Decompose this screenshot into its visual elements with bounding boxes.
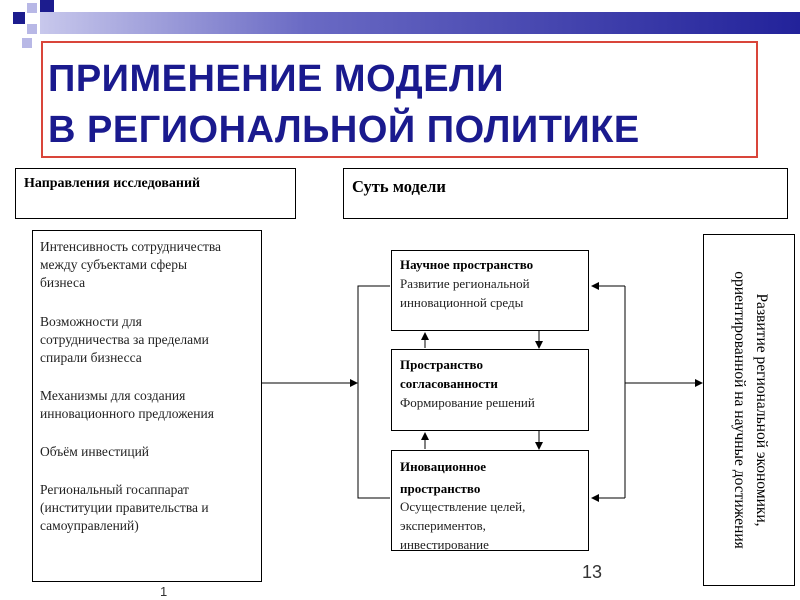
innovation-space-title: пространство (400, 481, 481, 496)
agreement-space-text: Формирование решений (400, 395, 535, 410)
science-space-title: Научное пространство (400, 257, 534, 272)
decor-square (13, 12, 25, 24)
research-directions-header: Направления исследований (24, 176, 201, 191)
innovation-space-box (391, 450, 589, 551)
direction-item: бизнеса (40, 275, 86, 290)
research-directions-box (32, 230, 262, 582)
outcome-text: Развитие региональной экономики, ориенти… (731, 271, 770, 549)
direction-item: (институции правительства и (40, 500, 209, 515)
title-line-2: В РЕГИОНАЛЬНОЙ ПОЛИТИКЕ (48, 109, 640, 151)
decor-square (22, 38, 32, 48)
agreement-space-box (391, 349, 589, 431)
direction-item: самоуправлений) (40, 518, 139, 533)
innovation-space-text: Осуществление целей, (400, 499, 526, 514)
direction-item: сотрудничества за пределами (40, 332, 209, 347)
outcome-text-wrap: Развитие региональной экономики, ориенти… (708, 240, 792, 580)
innovation-space-title: Иновационное (400, 459, 487, 474)
agreement-space-title: согласованности (400, 376, 498, 391)
title-line-1: ПРИМЕНЕНИЕ МОДЕЛИ (48, 58, 505, 100)
innovation-space-text: инвестирование (400, 537, 489, 550)
header-gradient-bar (40, 12, 800, 34)
slide-title: ПРИМЕНЕНИЕ МОДЕЛИ В РЕГИОНАЛЬНОЙ ПОЛИТИК… (48, 54, 640, 156)
outcome-box (703, 234, 795, 586)
direction-item: Интенсивность сотрудничества (40, 239, 222, 254)
decor-square (27, 3, 37, 13)
research-directions-header-box (15, 168, 296, 219)
direction-item: Механизмы для создания (40, 388, 186, 403)
title-frame (41, 41, 758, 158)
direction-item: спирали бизнесса (40, 350, 142, 365)
agreement-space-title: Пространство (400, 357, 483, 372)
direction-item: Возможности для (40, 314, 142, 329)
decor-square (27, 24, 37, 34)
innovation-space-text: экспериментов, (400, 518, 486, 533)
page-number: 13 (582, 562, 603, 582)
science-space-text: инновационной среды (400, 295, 524, 310)
direction-item: Объём инвестиций (40, 444, 150, 459)
model-essence-header: Суть модели (352, 177, 446, 196)
direction-item: инновационного предложения (40, 406, 214, 421)
left-bracket (357, 285, 390, 499)
decor-square (40, 0, 54, 12)
science-space-box (391, 250, 589, 331)
direction-item: между субъектами сферы (40, 257, 188, 272)
direction-item: Региональный госаппарат (40, 482, 189, 497)
footer-fragment: 1 (160, 584, 168, 599)
science-space-text: Развитие региональной (400, 276, 530, 291)
model-essence-header-box (343, 168, 788, 219)
